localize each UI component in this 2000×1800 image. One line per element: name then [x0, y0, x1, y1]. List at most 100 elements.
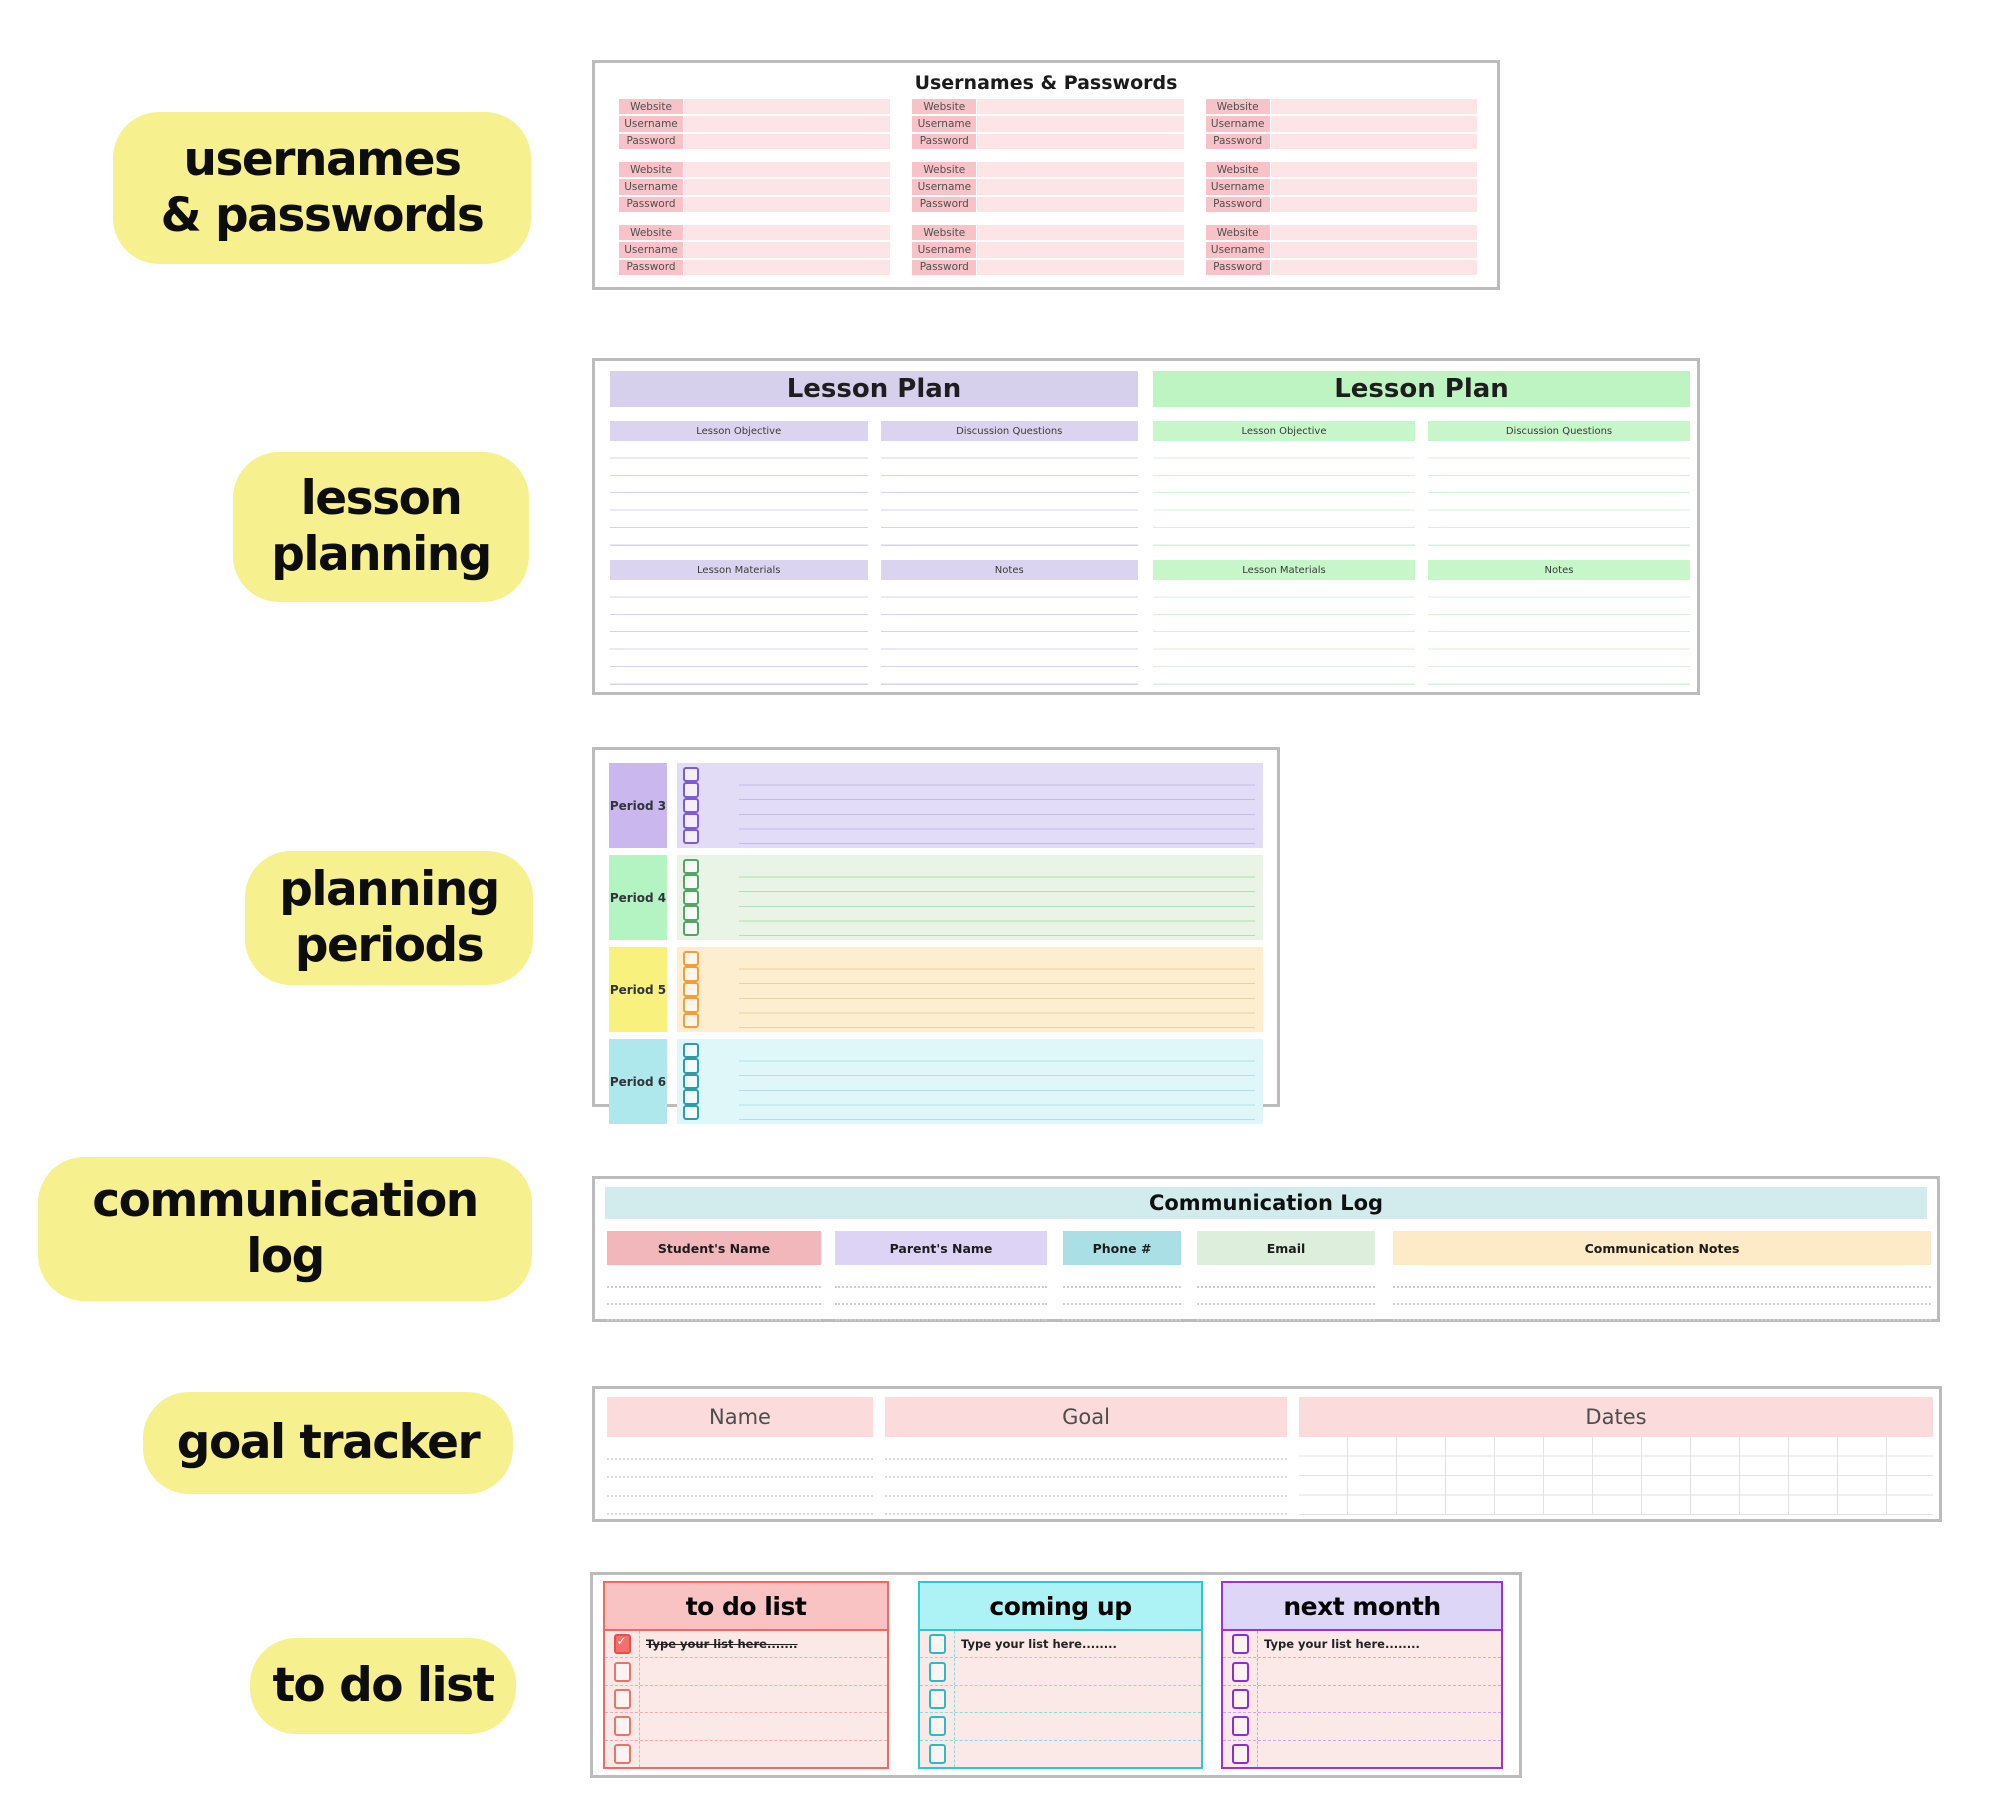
- entry-line[interactable]: [1393, 1273, 1931, 1288]
- website-field[interactable]: [1269, 99, 1477, 115]
- writing-lines[interactable]: [739, 955, 1255, 1028]
- entry-line[interactable]: [885, 1463, 1287, 1479]
- checkbox-checked[interactable]: [613, 1634, 631, 1655]
- checkbox[interactable]: [683, 889, 699, 906]
- username-field[interactable]: [683, 179, 891, 195]
- checkbox[interactable]: [928, 1743, 946, 1764]
- todo-item-text[interactable]: Type your list here........: [961, 1637, 1117, 1652]
- todo-item-text[interactable]: Type your list here........: [1264, 1637, 1420, 1652]
- todo-item-text[interactable]: [955, 1713, 1201, 1739]
- checkbox[interactable]: [613, 1689, 631, 1710]
- entry-line[interactable]: [607, 1463, 873, 1479]
- checkbox[interactable]: [1231, 1716, 1249, 1737]
- username-field[interactable]: [1269, 242, 1477, 258]
- password-field[interactable]: [683, 196, 891, 212]
- writing-lines[interactable]: [1153, 441, 1415, 546]
- writing-lines[interactable]: [610, 580, 868, 685]
- checkbox[interactable]: [928, 1689, 946, 1710]
- checkbox[interactable]: [1231, 1743, 1249, 1764]
- entry-line[interactable]: [607, 1273, 821, 1288]
- website-field[interactable]: [976, 99, 1184, 115]
- checkbox[interactable]: [613, 1716, 631, 1737]
- entry-line[interactable]: [885, 1482, 1287, 1497]
- password-field[interactable]: [1269, 133, 1477, 149]
- period-writing-area[interactable]: [677, 763, 1263, 848]
- writing-lines[interactable]: [739, 771, 1255, 844]
- entry-line[interactable]: [607, 1482, 873, 1497]
- checkbox[interactable]: [683, 966, 699, 982]
- entry-line[interactable]: [607, 1306, 821, 1321]
- writing-lines[interactable]: [739, 863, 1255, 936]
- checkbox[interactable]: [683, 1012, 699, 1029]
- checkbox[interactable]: [683, 981, 699, 998]
- todo-item-text[interactable]: [955, 1658, 1201, 1684]
- password-field[interactable]: [683, 133, 891, 149]
- checkbox[interactable]: [683, 951, 699, 967]
- entry-line[interactable]: [1197, 1273, 1375, 1288]
- entry-line[interactable]: [1063, 1306, 1181, 1321]
- writing-lines[interactable]: [1153, 580, 1415, 685]
- entry-line[interactable]: [885, 1445, 1287, 1460]
- dates-grid[interactable]: [1299, 1437, 1933, 1515]
- website-field[interactable]: [976, 225, 1184, 241]
- password-field[interactable]: [976, 196, 1184, 212]
- todo-item-text[interactable]: [640, 1686, 887, 1712]
- checkbox[interactable]: [683, 782, 699, 798]
- todo-item-text[interactable]: Type your list here.......: [646, 1637, 798, 1652]
- period-writing-area[interactable]: [677, 855, 1263, 940]
- checkbox[interactable]: [928, 1661, 946, 1682]
- writing-lines[interactable]: [880, 580, 1138, 685]
- username-field[interactable]: [976, 179, 1184, 195]
- entry-line[interactable]: [1393, 1290, 1931, 1305]
- website-field[interactable]: [1269, 162, 1477, 178]
- checkbox[interactable]: [683, 997, 699, 1013]
- checkbox[interactable]: [1231, 1634, 1249, 1655]
- writing-lines[interactable]: [880, 441, 1138, 546]
- todo-item-text[interactable]: [955, 1686, 1201, 1712]
- checkbox[interactable]: [1231, 1661, 1249, 1682]
- password-field[interactable]: [976, 133, 1184, 149]
- todo-item-text[interactable]: [1258, 1658, 1501, 1684]
- password-field[interactable]: [1269, 196, 1477, 212]
- website-field[interactable]: [683, 162, 891, 178]
- username-field[interactable]: [976, 116, 1184, 132]
- entry-line[interactable]: [1063, 1273, 1181, 1288]
- checkbox[interactable]: [683, 859, 699, 875]
- checkbox[interactable]: [928, 1716, 946, 1737]
- todo-item-text[interactable]: [640, 1713, 887, 1739]
- period-writing-area[interactable]: [677, 947, 1263, 1032]
- username-field[interactable]: [976, 242, 1184, 258]
- entry-line[interactable]: [607, 1290, 821, 1305]
- entry-line[interactable]: [835, 1306, 1047, 1321]
- entry-line[interactable]: [607, 1500, 873, 1515]
- entry-line[interactable]: [835, 1273, 1047, 1288]
- website-field[interactable]: [683, 99, 891, 115]
- period-writing-area[interactable]: [677, 1039, 1263, 1124]
- password-field[interactable]: [1269, 259, 1477, 275]
- username-field[interactable]: [683, 242, 891, 258]
- writing-lines[interactable]: [739, 1047, 1255, 1120]
- checkbox[interactable]: [613, 1661, 631, 1682]
- checkbox[interactable]: [683, 905, 699, 921]
- todo-item-text[interactable]: [1258, 1741, 1501, 1767]
- checkbox[interactable]: [683, 797, 699, 814]
- checkbox[interactable]: [683, 813, 699, 829]
- checkbox[interactable]: [613, 1743, 631, 1764]
- checkbox[interactable]: [928, 1634, 946, 1655]
- todo-item-text[interactable]: [1258, 1686, 1501, 1712]
- checkbox[interactable]: [683, 1104, 699, 1121]
- todo-item-text[interactable]: [640, 1658, 887, 1684]
- password-field[interactable]: [976, 259, 1184, 275]
- website-field[interactable]: [1269, 225, 1477, 241]
- username-field[interactable]: [1269, 179, 1477, 195]
- website-field[interactable]: [683, 225, 891, 241]
- entry-line[interactable]: [1063, 1290, 1181, 1305]
- checkbox[interactable]: [683, 1043, 699, 1059]
- username-field[interactable]: [683, 116, 891, 132]
- entry-line[interactable]: [1393, 1306, 1931, 1321]
- entry-line[interactable]: [607, 1445, 873, 1460]
- checkbox[interactable]: [683, 1058, 699, 1074]
- checkbox[interactable]: [1231, 1689, 1249, 1710]
- checkbox[interactable]: [683, 920, 699, 937]
- password-field[interactable]: [683, 259, 891, 275]
